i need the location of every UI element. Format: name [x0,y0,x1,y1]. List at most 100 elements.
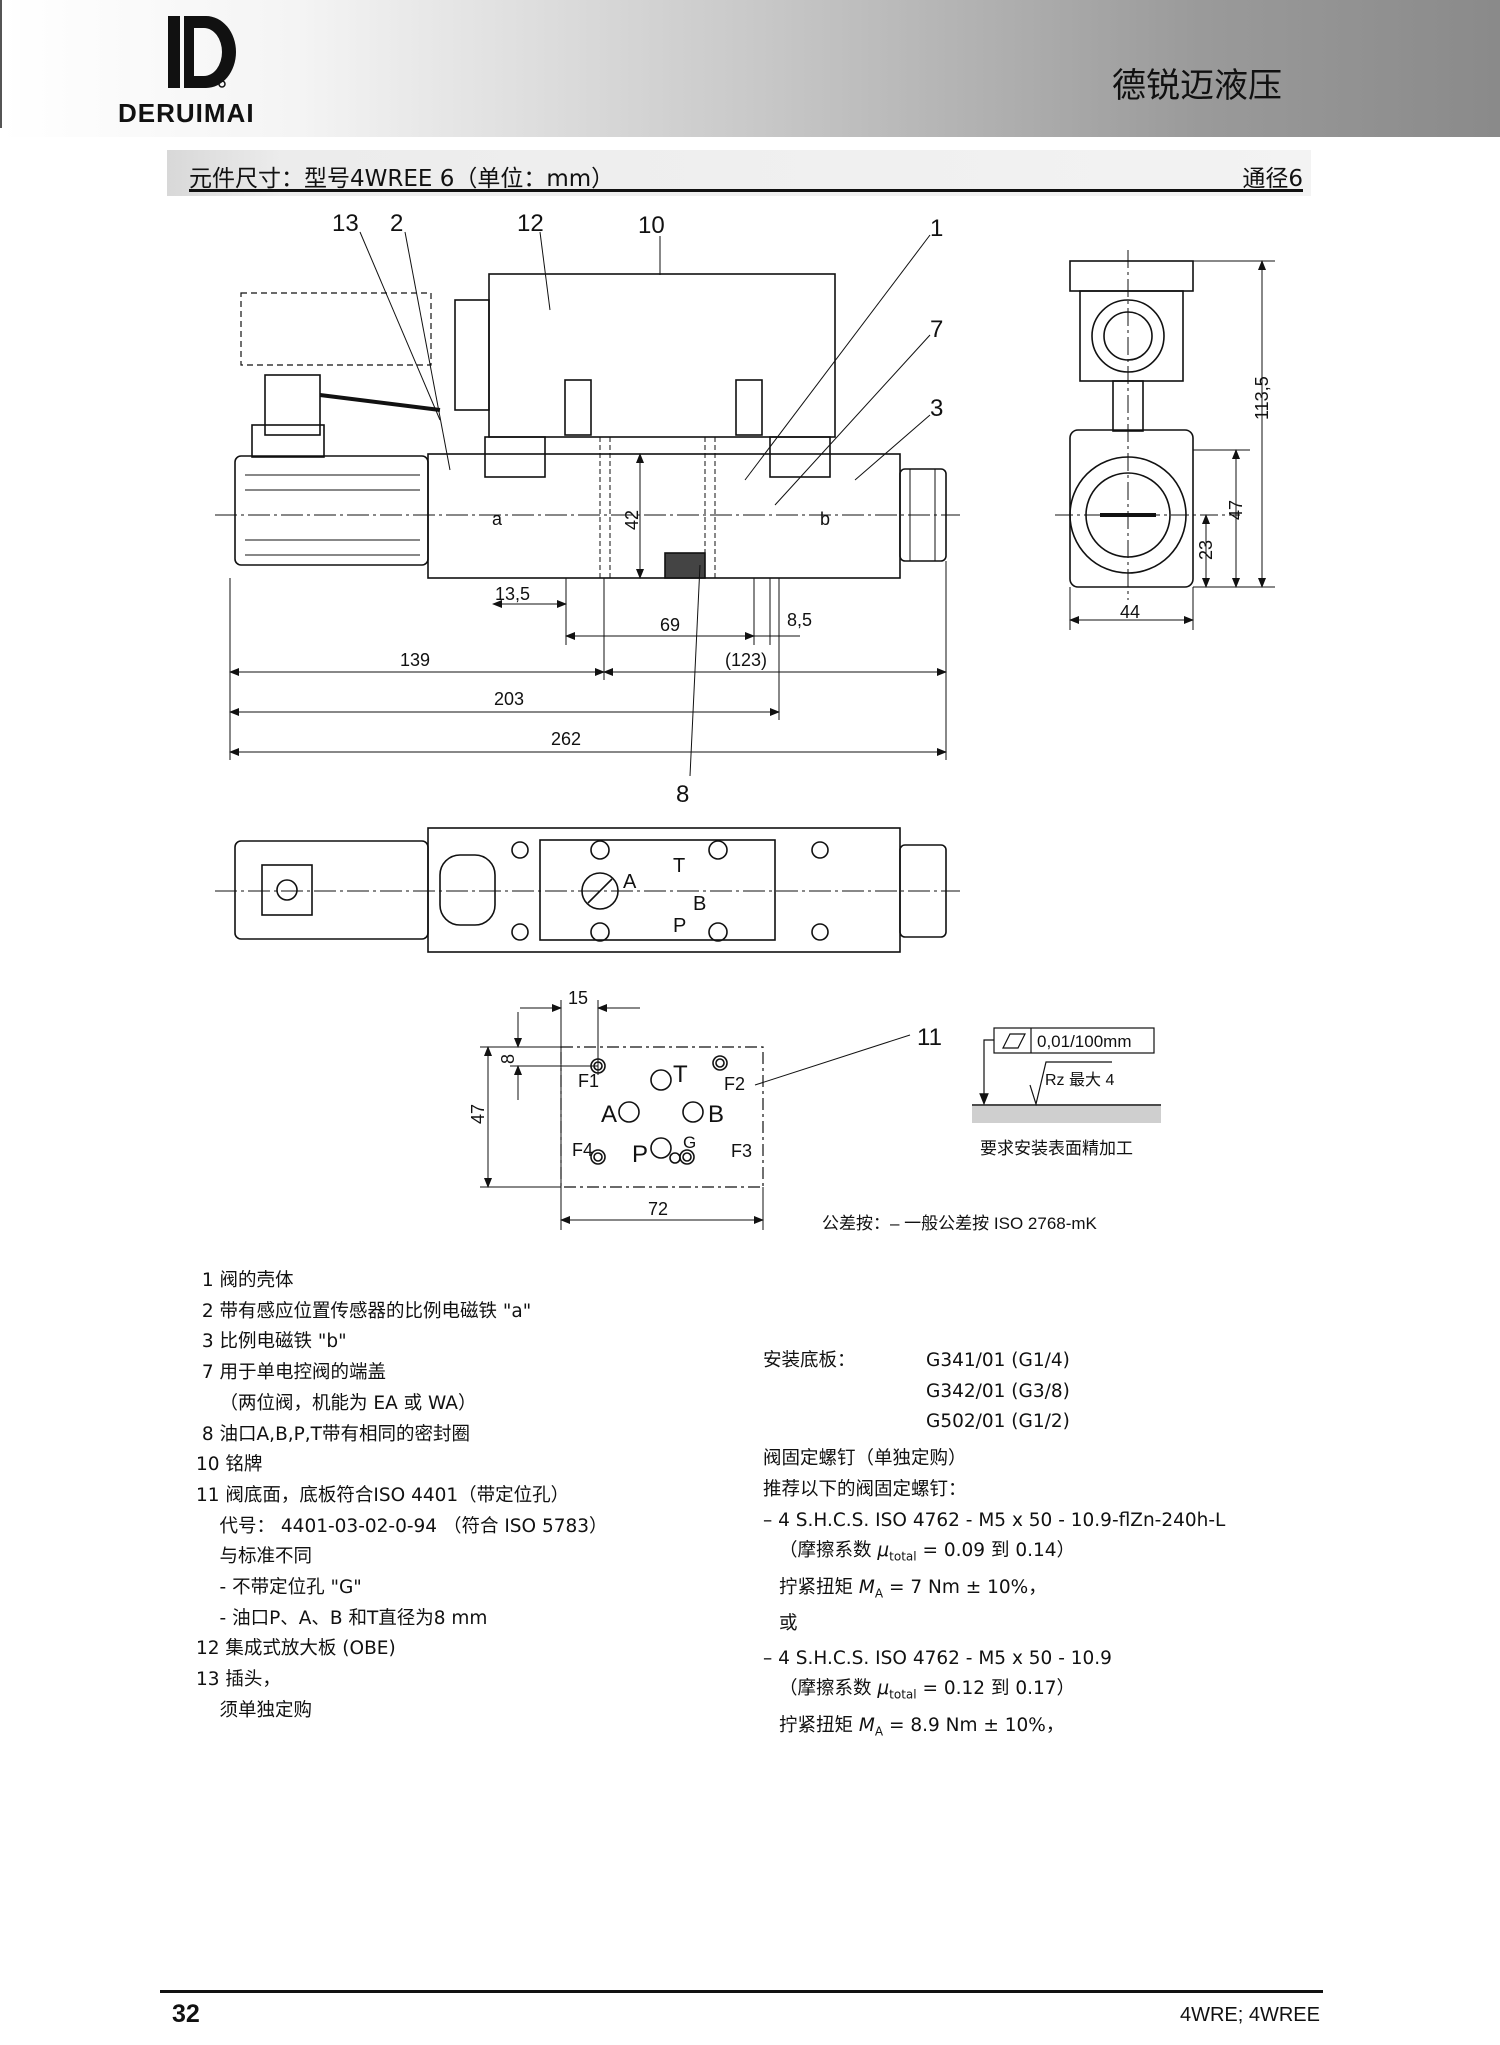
port-t-face: T [673,1061,688,1088]
port-a-face: A [601,1101,617,1128]
callout-7: 7 [930,316,943,343]
page-title: 元件尺寸：型号4WREE 6（单位：mm） [189,166,615,192]
port-f1: F1 [578,1071,599,1091]
dim-8: 8 [498,1054,518,1064]
callout-1: 1 [930,215,943,242]
dim-42: 42 [622,510,642,530]
port-g: G [683,1133,696,1152]
dim-15: 15 [568,988,588,1008]
tolerance-note: 公差按：– 一般公差按 ISO 2768-mK [822,1214,1098,1233]
roughness-value: Rz 最大 4 [1045,1071,1114,1089]
amplifier-housing [488,273,836,438]
torque-subscript: A [874,1724,884,1739]
connector-base [251,424,325,458]
plug-outline-dashed [240,292,432,366]
legend-item: 10 铭牌 [196,1454,263,1476]
side-view [215,231,960,777]
callout-12: 12 [517,210,544,237]
friction-label: （摩擦系数 [779,1678,878,1700]
mounting-info: 安装底板：G341/01 (G1/4) G342/01 (G3/8) G502/… [763,1346,1225,1747]
friction-value: = 0.12 到 0.17） [916,1678,1076,1700]
screw-option-2: – 4 S.H.C.S. ISO 4762 - M5 x 50 - 10.9 [763,1647,1112,1669]
legend-item: - 不带定位孔 "G" [196,1577,362,1599]
technical-drawing: 13 2 12 10 1 7 3 8 11 a b 42 13,5 69 8,5… [215,210,1275,1233]
torque-label: 拧紧扭矩 [779,1576,859,1598]
torque-symbol: M [858,1714,875,1736]
brand-name: 德锐迈液压 [1112,66,1282,106]
title-underline [189,189,1303,192]
callout-2: 2 [390,210,403,237]
torque-subscript: A [874,1586,884,1601]
dim-262: 262 [551,729,581,749]
subplate-item: G502/01 (G1/2) [926,1411,1070,1433]
dim-47-end: 47 [1226,500,1246,520]
port-p-face: P [632,1141,648,1168]
logo-icon [168,16,236,88]
top-view [215,827,960,953]
friction-label: （摩擦系数 [779,1540,878,1562]
friction-value: = 0.09 到 0.14） [916,1540,1076,1562]
parts-legend: 1 阀的壳体 2 带有感应位置传感器的比例电磁铁 "a" 3 比例电磁铁 "b"… [196,1266,608,1727]
callout-3: 3 [930,395,943,422]
dim-69: 69 [660,615,680,635]
legend-item: 13 插头， [196,1669,281,1691]
flatness-icon [1002,1033,1026,1049]
solenoid-b-nut [899,468,947,562]
page-number: 32 [172,2000,200,2028]
port-b-top: B [693,893,706,915]
header-band [0,0,1500,137]
legend-item: 11 阀底面，底板符合ISO 4401（带定位孔） [196,1484,570,1506]
port-a-top: A [623,871,637,893]
legend-item: 与标准不同 [196,1546,313,1568]
legend-item: 7 用于单电控阀的端盖 [196,1362,387,1384]
port-t-top: T [673,855,685,877]
legend-item: 2 带有感应位置传感器的比例电磁铁 "a" [196,1300,532,1322]
legend-item: 8 油口A,B,P,T带有相同的密封圈 [196,1423,470,1445]
torque-value: = 7 Nm ± 10%， [883,1576,1047,1598]
amplifier-connector [454,299,490,411]
label-b: b [820,509,830,529]
footer-product: 4WRE; 4WREE [1179,2004,1320,2026]
dim-139: 139 [400,650,430,670]
dim-72: 72 [648,1199,668,1219]
port-f4: F4 [572,1140,593,1160]
solenoid-a [234,455,429,566]
dim-23: 23 [1196,540,1216,560]
mu-subscript: total [889,1549,917,1564]
torque-symbol: M [858,1576,875,1598]
logo-text: DERUIMAI [118,98,255,128]
subplate-item: G342/01 (G3/8) [926,1380,1070,1402]
legend-item: 代号： 4401-03-02-0-94 （符合 ISO 5783） [196,1515,608,1537]
legend-item: 1 阀的壳体 [196,1270,294,1291]
dim-113-5: 113,5 [1252,376,1272,420]
connector-body [264,374,321,436]
page-edge-rule [0,0,2,128]
legend-item: 3 比例电磁铁 "b" [196,1331,347,1353]
title-bar: 元件尺寸：型号4WREE 6（单位：mm） 通径6 [167,150,1311,196]
mounting-face [480,1000,911,1230]
torque-value: = 8.9 Nm ± 10%， [883,1714,1065,1736]
torque-label: 拧紧扭矩 [779,1714,859,1736]
legend-item: 12 集成式放大板 (OBE) [196,1638,396,1660]
mu-symbol: μ [877,1540,890,1562]
legend-item: - 油口P、A、B 和T直径为8 mm [196,1607,488,1629]
screw-option-1: – 4 S.H.C.S. ISO 4762 - M5 x 50 - 10.9-f… [763,1509,1226,1531]
dim-8-5: 8,5 [787,610,812,630]
callout-13: 13 [332,210,359,237]
or-text: 或 [779,1613,798,1634]
end-view [1055,250,1275,630]
port-p-top: P [673,915,686,937]
subplate-label: 安装底板： [763,1350,856,1371]
legend-item: （两位阀，机能为 EA 或 WA） [196,1392,477,1414]
dim-47-face: 47 [468,1104,488,1124]
surface-spec [972,1027,1161,1123]
callout-8: 8 [676,781,689,808]
legend-item: 须单独定购 [196,1699,313,1721]
dim-203: 203 [494,689,524,709]
mu-subscript: total [889,1688,917,1703]
screws-title: 阀固定螺钉（单独定购） [763,1448,967,1470]
callout-11: 11 [917,1024,942,1051]
screws-intro: 推荐以下的阀固定螺钉： [763,1478,967,1500]
footer-rule [160,1990,1323,1993]
port-f3: F3 [731,1141,752,1161]
